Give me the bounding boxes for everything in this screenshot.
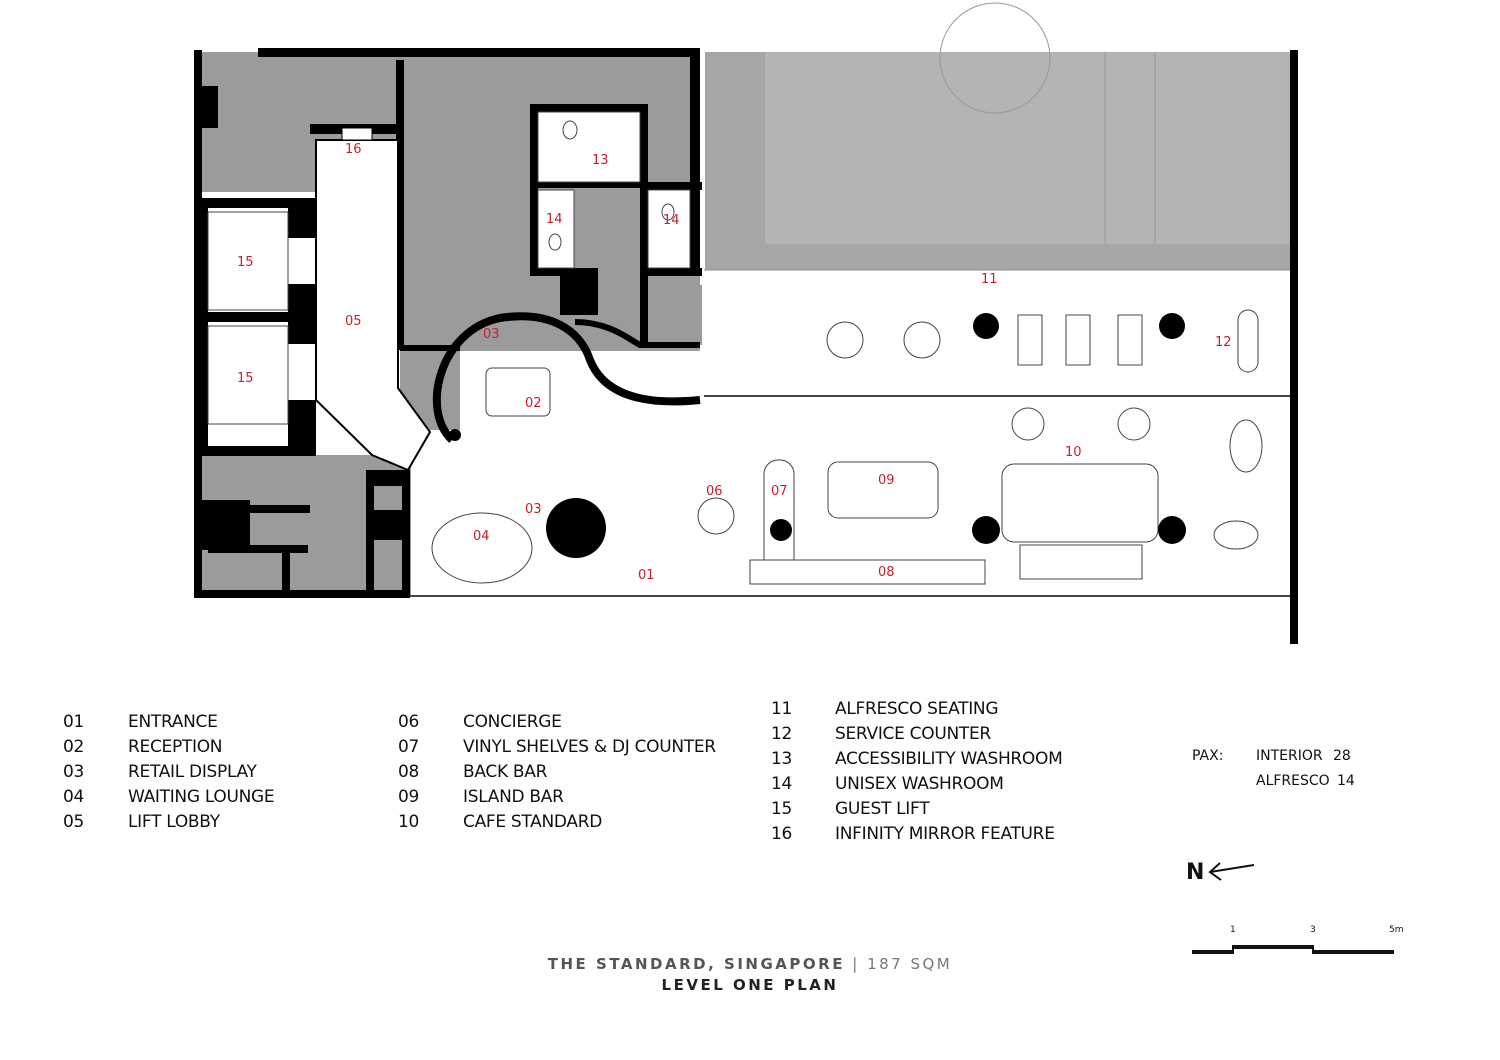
legend-label: WAITING LOUNGE [128, 787, 275, 807]
drawing-subtitle: LEVEL ONE PLAN [661, 976, 839, 994]
room-label: 01 [638, 568, 655, 583]
room-label: 06 [706, 484, 723, 499]
lift-lobby-floor [315, 139, 432, 472]
scale-tick-label: 5m [1389, 925, 1404, 935]
legend-number: 12 [771, 724, 793, 744]
legend-number: 15 [771, 799, 793, 819]
room-label: 03 [483, 327, 500, 342]
room-label: 05 [345, 314, 362, 329]
room-label: 14 [546, 212, 563, 227]
room-label: 11 [981, 272, 998, 287]
legend-number: 03 [63, 762, 85, 782]
scale-tick-label: 1 [1230, 925, 1236, 935]
room-label: 08 [878, 565, 895, 580]
legend-label: RETAIL DISPLAY [128, 762, 257, 782]
legend-number: 02 [63, 737, 85, 757]
room-label: 03 [525, 502, 542, 517]
legend-number: 05 [63, 812, 85, 832]
room-labels: 01 02 03 03 04 05 06 07 08 09 10 11 12 1… [237, 142, 1232, 583]
legend-number: 10 [398, 812, 420, 832]
room-label: 10 [1065, 445, 1082, 460]
legend-label: INFINITY MIRROR FEATURE [835, 824, 1055, 844]
legend-number: 11 [771, 699, 793, 719]
floor-plan: 01 02 03 03 04 05 06 07 08 09 10 11 12 1… [194, 2, 1298, 644]
legend-label: CONCIERGE [463, 712, 562, 732]
room-label: 12 [1215, 335, 1232, 350]
glazing [410, 269, 1290, 597]
legend-number: 04 [63, 787, 85, 807]
legend-number: 09 [398, 787, 420, 807]
lift-cars [207, 211, 289, 425]
legend-number: 06 [398, 712, 420, 732]
legend-label: ENTRANCE [128, 712, 218, 732]
curved-wall [433, 312, 701, 443]
room-label: 07 [771, 484, 788, 499]
legend-number: 13 [771, 749, 793, 769]
walls [194, 48, 1298, 644]
legend-label: BACK BAR [463, 762, 548, 782]
legend-label: VINYL SHELVES & DJ COUNTER [463, 737, 716, 757]
pax-interior-label: INTERIOR [1256, 748, 1323, 764]
title-separator: | [852, 955, 860, 973]
drawing-title: THE STANDARD, SINGAPORE | 187 SQM [0, 955, 1500, 973]
scale-bar-graphic [1192, 945, 1394, 954]
legend-label: RECEPTION [128, 737, 223, 757]
project-area: 187 SQM [867, 955, 953, 973]
interior-furniture [431, 367, 1263, 585]
alfresco-furniture [826, 309, 1259, 373]
north-label: N [1186, 860, 1205, 885]
legend-label: ALFRESCO SEATING [835, 699, 999, 719]
room-label: 09 [878, 473, 895, 488]
north-arrow-icon [1208, 862, 1255, 881]
pax-interior-value: 28 [1333, 748, 1351, 764]
scale-tick-label: 3 [1310, 925, 1316, 935]
washroom-fixtures [537, 111, 691, 269]
pax-label: PAX: [1192, 748, 1224, 764]
north-arrow: N [1186, 860, 1204, 885]
legend-label: LIFT LOBBY [128, 812, 220, 832]
legend-number: 01 [63, 712, 85, 732]
room-label: 04 [473, 529, 490, 544]
legend-label: GUEST LIFT [835, 799, 930, 819]
legend-label: ISLAND BAR [463, 787, 564, 807]
room-label: 15 [237, 255, 254, 270]
legend-number: 08 [398, 762, 420, 782]
room-label: 13 [592, 153, 609, 168]
room-label: 14 [663, 213, 680, 228]
legend-number: 16 [771, 824, 793, 844]
mirror-feature [341, 127, 373, 141]
legend-label: UNISEX WASHROOM [835, 774, 1004, 794]
planting-area [705, 2, 1290, 270]
pax-alfresco-value: 14 [1337, 773, 1355, 789]
project-name: THE STANDARD, SINGAPORE [547, 955, 845, 973]
legend-label: ACCESSIBILITY WASHROOM [835, 749, 1063, 769]
legend-label: CAFE STANDARD [463, 812, 603, 832]
legend-number: 07 [398, 737, 420, 757]
legend-label: SERVICE COUNTER [835, 724, 991, 744]
pax-alfresco-label: ALFRESCO [1256, 773, 1330, 789]
room-label: 16 [345, 142, 362, 157]
legend-number: 14 [771, 774, 793, 794]
room-label: 15 [237, 371, 254, 386]
room-label: 02 [525, 396, 542, 411]
